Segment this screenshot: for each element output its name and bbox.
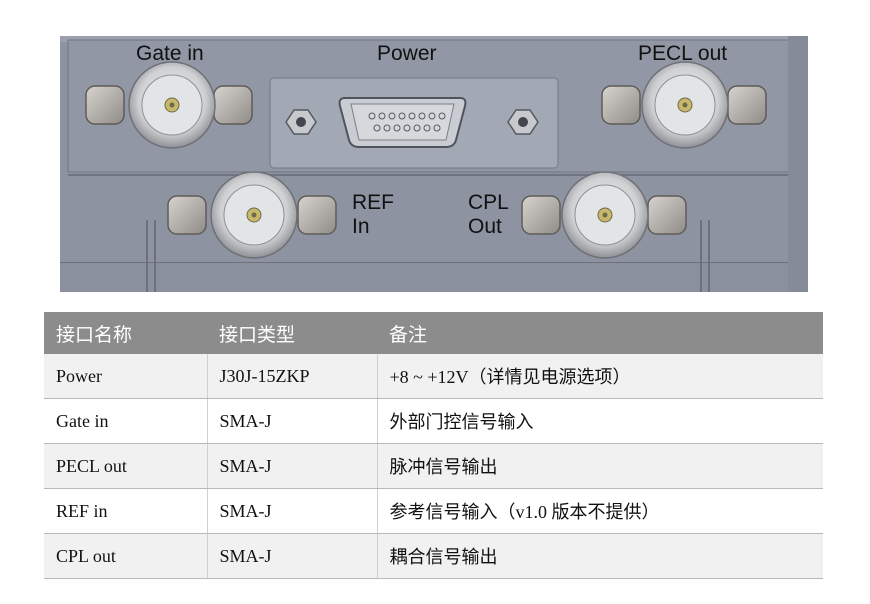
connector-panel-image: Gate in Power PECL out REF In CPL Out (60, 36, 808, 292)
cell-remark: 耦合信号输出 (377, 533, 823, 579)
d-sub-15-connector (338, 97, 467, 148)
cell-type: SMA-J (207, 488, 378, 534)
cell-remark: 参考信号输入（v1.0 版本不提供） (377, 488, 823, 534)
label-cpl-line1: CPL (468, 191, 509, 214)
table-row: PECL out SMA-J 脉冲信号输出 (44, 443, 823, 489)
label-gate-in: Gate in (136, 42, 204, 65)
cell-remark: 脉冲信号输出 (377, 443, 823, 489)
label-pecl-out: PECL out (638, 42, 727, 65)
table-row: CPL out SMA-J 耦合信号输出 (44, 533, 823, 579)
cpl-out-sma-connector (521, 171, 687, 259)
table-row: Gate in SMA-J 外部门控信号输入 (44, 398, 823, 444)
cell-name: PECL out (44, 443, 208, 489)
cell-type: SMA-J (207, 443, 378, 489)
ref-in-sma-connector (167, 171, 337, 259)
header-interface-name: 接口名称 (44, 312, 207, 354)
cell-remark: +8 ~ +12V（详情见电源选项） (377, 354, 823, 399)
cell-name: Gate in (44, 398, 208, 444)
jack-screw-left (285, 109, 317, 135)
interface-spec-table: 接口名称 接口类型 备注 Power J30J-15ZKP +8 ~ +12V（… (44, 312, 823, 579)
header-interface-type: 接口类型 (207, 312, 377, 354)
label-cpl-line2: Out (468, 215, 502, 238)
cell-name: REF in (44, 488, 208, 534)
table-row: Power J30J-15ZKP +8 ~ +12V（详情见电源选项） (44, 354, 823, 399)
cell-name: CPL out (44, 533, 208, 579)
table-row: REF in SMA-J 参考信号输入（v1.0 版本不提供） (44, 488, 823, 534)
cell-type: SMA-J (207, 533, 378, 579)
label-ref-line2: In (352, 215, 370, 238)
pecl-out-sma-connector (601, 61, 767, 149)
jack-screw-right (507, 109, 539, 135)
label-power: Power (377, 42, 437, 65)
gate-in-sma-connector (85, 61, 253, 149)
cell-remark: 外部门控信号输入 (377, 398, 823, 444)
cell-type: SMA-J (207, 398, 378, 444)
header-remarks: 备注 (377, 312, 823, 354)
cell-type: J30J-15ZKP (207, 354, 378, 399)
table-header-row: 接口名称 接口类型 备注 (44, 312, 823, 354)
cell-name: Power (44, 354, 208, 399)
label-ref-line1: REF (352, 191, 394, 214)
